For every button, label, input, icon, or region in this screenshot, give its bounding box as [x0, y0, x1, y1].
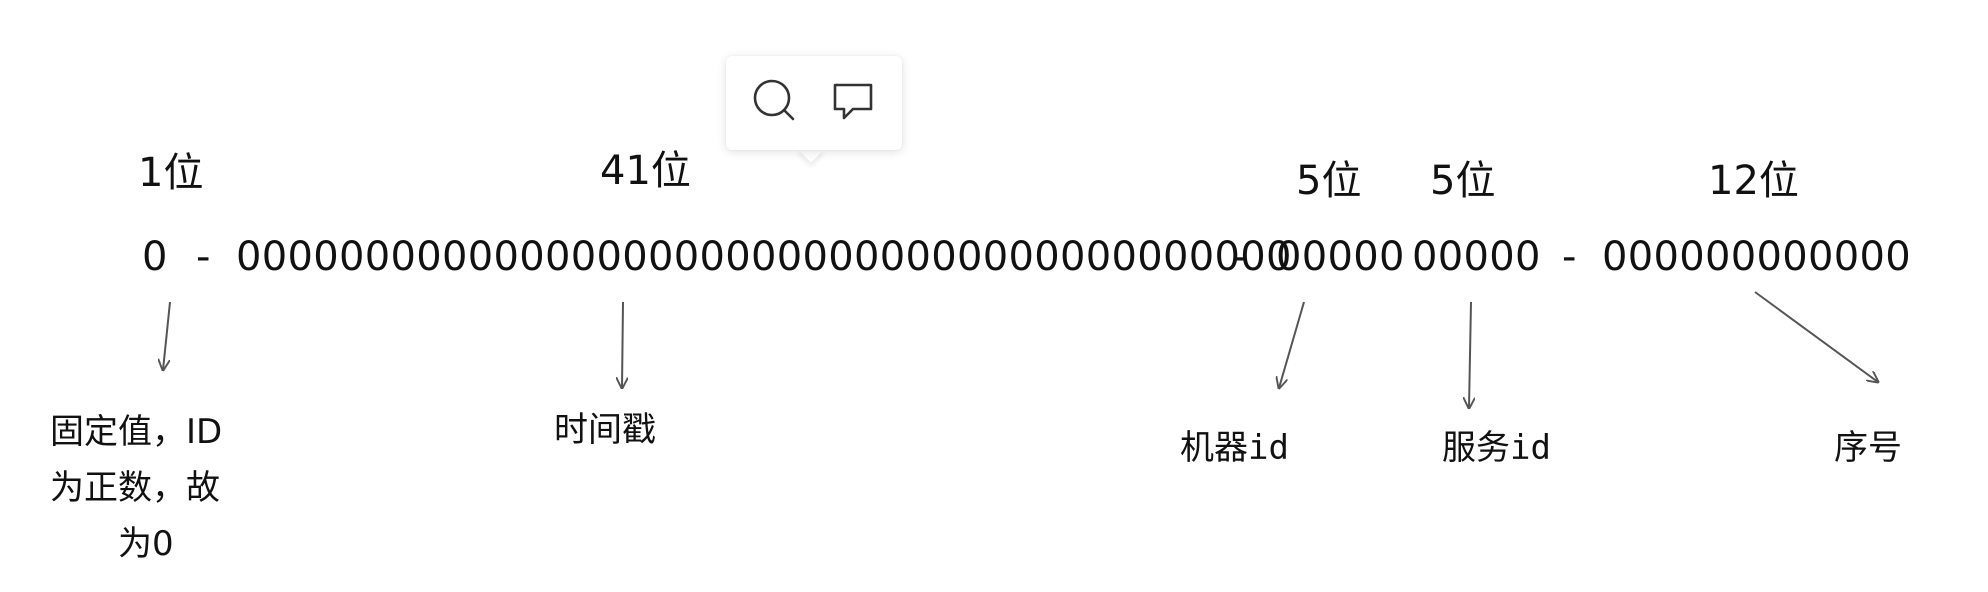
- binary-sign: 0: [142, 234, 168, 280]
- binary-separator-3: -: [1562, 234, 1577, 280]
- arrow-sequence: [1754, 291, 1878, 382]
- search-icon: [751, 77, 799, 129]
- label-sign-line-3: 为0: [118, 524, 174, 564]
- binary-separator-2: -: [1232, 234, 1247, 280]
- binary-machine: 00000: [1276, 234, 1405, 280]
- binary-separator-1: -: [196, 234, 211, 280]
- label-machine-prefix: 机器: [1180, 428, 1248, 468]
- selection-popup: [726, 56, 902, 150]
- comment-button[interactable]: [828, 78, 878, 128]
- search-button[interactable]: [750, 78, 800, 128]
- arrow-machine: [1279, 301, 1305, 388]
- bits-timestamp: 41位: [600, 148, 691, 194]
- label-machine-suffix: id: [1248, 428, 1289, 468]
- bits-service: 5位: [1430, 158, 1496, 204]
- bits-machine: 5位: [1296, 158, 1362, 204]
- comment-icon: [829, 77, 877, 129]
- label-sequence: 序号: [1834, 428, 1902, 468]
- label-service-suffix: id: [1510, 428, 1551, 468]
- label-sign-line-1: 固定值，ID: [50, 412, 223, 452]
- binary-service: 00000: [1412, 234, 1541, 280]
- label-timestamp: 时间戳: [554, 410, 656, 450]
- arrow-sign: [163, 301, 171, 370]
- arrow-timestamp: [622, 301, 623, 388]
- bits-sequence: 12位: [1708, 158, 1799, 204]
- bits-sign: 1位: [138, 150, 204, 196]
- label-service-prefix: 服务: [1442, 428, 1510, 468]
- arrow-service: [1469, 301, 1471, 408]
- label-service-id: 服务id: [1442, 424, 1551, 472]
- label-machine-id: 机器id: [1180, 424, 1289, 472]
- binary-sequence: 000000000000: [1602, 234, 1911, 280]
- label-sign-line-2: 为正数，故: [50, 468, 220, 508]
- binary-timestamp: 0000000000000000000000000000000000000000…: [236, 234, 1292, 280]
